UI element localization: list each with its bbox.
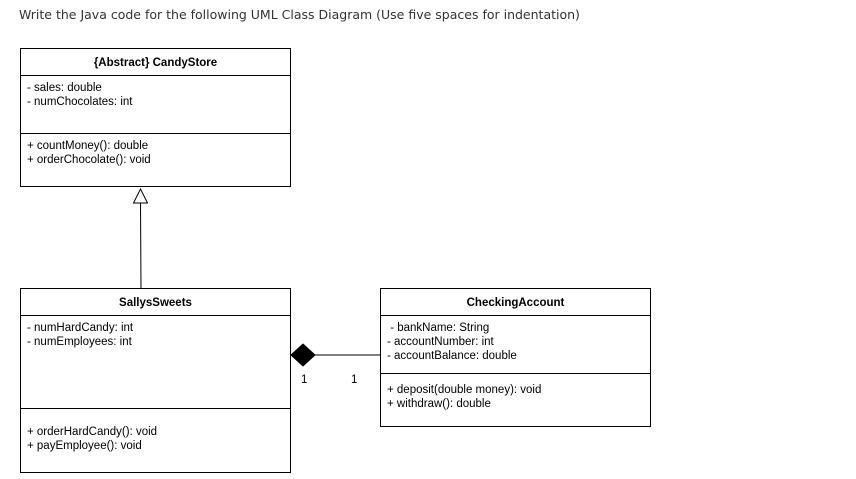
method: + orderChocolate(): void (27, 154, 151, 166)
attribute: - accountBalance: double (387, 350, 517, 362)
class-title: {Abstract} CandyStore (21, 49, 290, 76)
instruction-text: Write the Java code for the following UM… (19, 7, 580, 22)
attributes-section: - bankName: String - accountNumber: int … (381, 316, 650, 374)
multiplicity-whole: 1 (301, 374, 308, 386)
multiplicity-part: 1 (351, 374, 358, 386)
attribute: - accountNumber: int (387, 336, 494, 348)
class-title: SallysSweets (21, 289, 290, 316)
attribute: - numHardCandy: int (27, 322, 134, 334)
class-sallyssweets: SallysSweets - numHardCandy: int - numEm… (20, 288, 291, 473)
inheritance-arrowhead (132, 187, 149, 204)
method: + payEmployee(): void (27, 440, 142, 452)
inheritance-line (140, 202, 142, 289)
class-checkingaccount: CheckingAccount - bankName: String - acc… (380, 288, 651, 427)
attribute: - numChocolates: int (27, 96, 133, 108)
method: + deposit(double money): void (387, 384, 542, 396)
class-candystore: {Abstract} CandyStore - sales: double - … (20, 48, 291, 187)
attribute: - sales: double (27, 82, 102, 94)
methods-section: + orderHardCandy(): void + payEmployee()… (21, 409, 290, 458)
method: + countMoney(): double (27, 140, 149, 152)
method: + orderHardCandy(): void (27, 426, 158, 438)
methods-section: + deposit(double money): void + withdraw… (381, 374, 650, 416)
methods-section: + countMoney(): double + orderChocolate(… (21, 134, 290, 172)
attribute: - numEmployees: int (27, 336, 132, 348)
class-title: CheckingAccount (381, 289, 650, 316)
attributes-section: - numHardCandy: int - numEmployees: int (21, 316, 290, 409)
method: + withdraw(): double (387, 398, 491, 410)
composition-diamond (290, 343, 316, 367)
attribute: - bankName: String (387, 322, 490, 334)
attributes-section: - sales: double - numChocolates: int (21, 76, 290, 134)
